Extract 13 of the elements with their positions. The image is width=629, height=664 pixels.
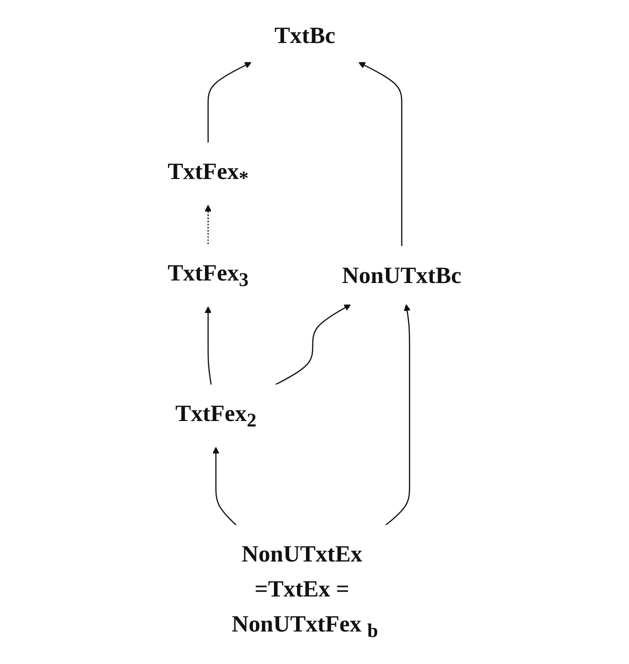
node-text: TxtBc [274, 22, 336, 48]
arrow [385, 304, 411, 526]
node-text: NonUTxtBc [342, 262, 462, 288]
node-text: NonUTxtEx =TxtEx = NonUTxtFex $_{b}$ [232, 541, 378, 642]
arrow [204, 306, 212, 385]
arrow [208, 62, 252, 142]
arrow [212, 446, 236, 526]
node-text: TxtFex$_{2}$ [175, 400, 256, 432]
node-text: TxtFex$_{*}$ [168, 158, 249, 190]
arrow [204, 204, 212, 244]
arrow [275, 304, 351, 386]
arrow [358, 62, 402, 246]
node-text: TxtFex$_{3}$ [168, 260, 249, 291]
